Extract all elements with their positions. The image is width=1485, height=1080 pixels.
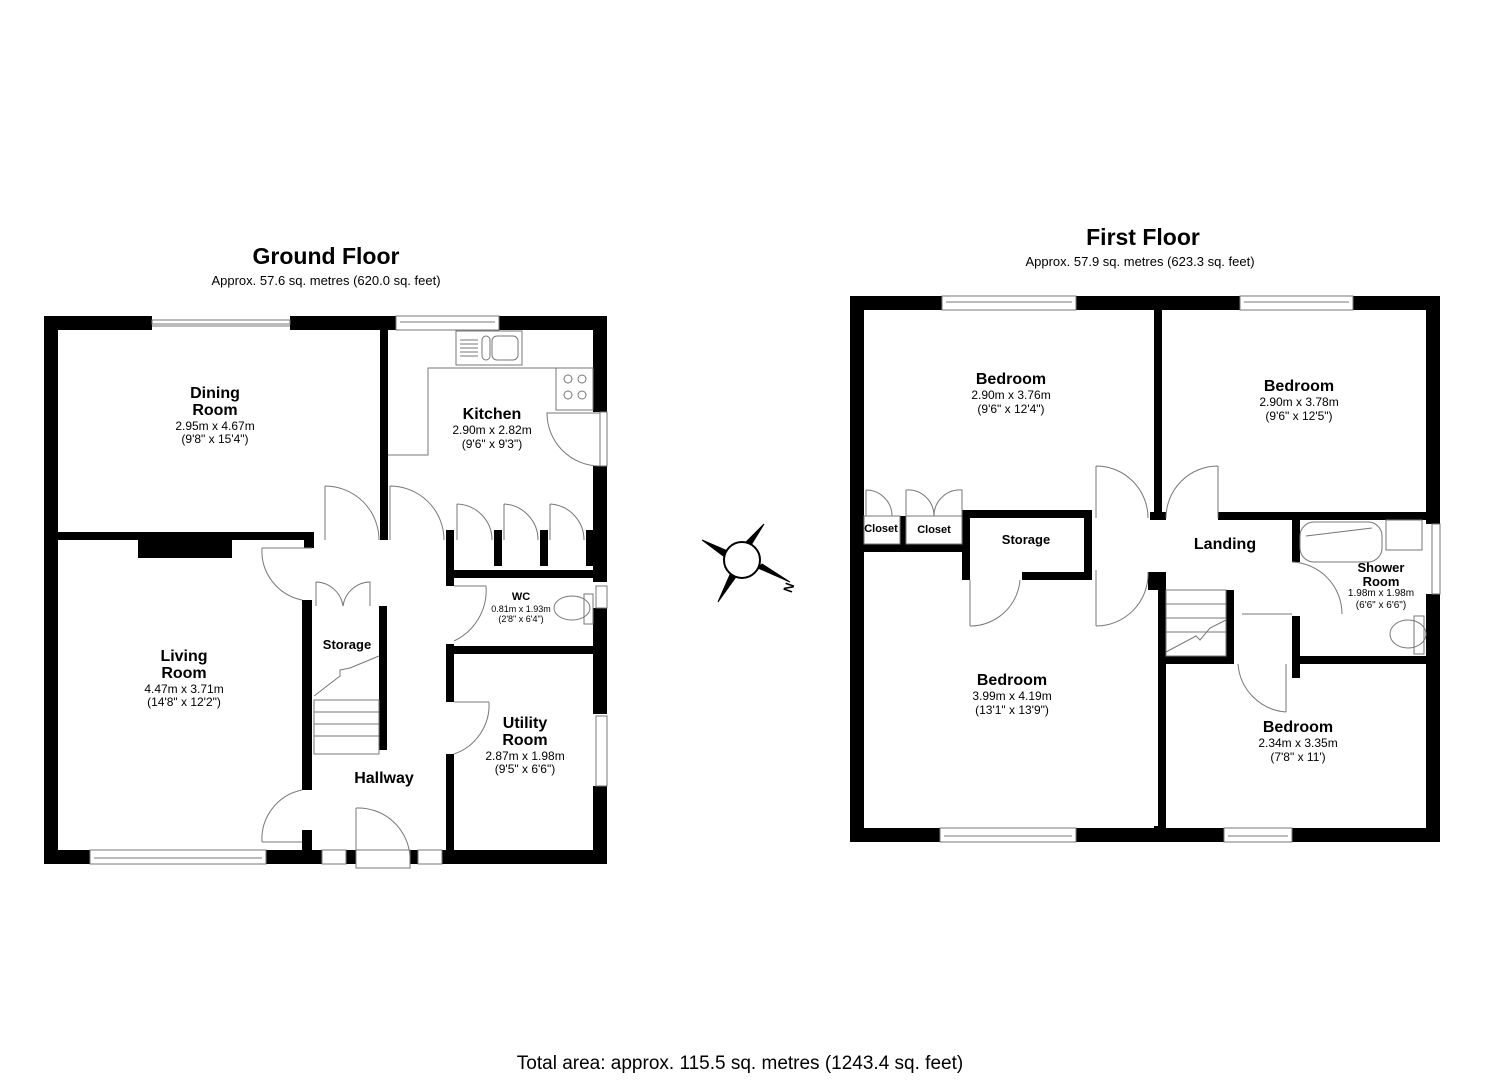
first-floor-fixtures <box>863 295 1441 843</box>
room-dimensions-imperial: (2'8" x 6'4") <box>498 613 544 624</box>
room-dimensions-imperial: (9'6" x 9'3") <box>461 436 523 451</box>
ground-floor-fixtures <box>89 315 608 869</box>
room-name: Living <box>160 648 208 665</box>
room-dimensions-metric: 2.90m x 3.76m <box>971 387 1051 402</box>
room-label-storage: Storage <box>323 638 371 652</box>
room-dimensions-metric: 2.90m x 3.78m <box>1259 394 1339 409</box>
room-name: Kitchen <box>462 406 522 423</box>
room-dimensions-metric: 2.87m x 1.98m <box>485 748 565 763</box>
room-label-bedroom-4: Bedroom 2.34m x 3.35m (7'8" x 11') <box>1258 719 1338 764</box>
room-dimensions-imperial: (6'6" x 6'6") <box>1355 599 1407 611</box>
room-dimensions-imperial: (14'8" x 12'2") <box>147 695 221 710</box>
room-label-utility-room: Utility Room 2.87m x 1.98m (9'5" x 6'6") <box>485 715 565 777</box>
room-name: WC <box>511 591 531 603</box>
first-floor-plan <box>850 296 1440 842</box>
room-dimensions-metric: 1.98m x 1.98m <box>1347 588 1415 600</box>
room-label-bedroom-2: Bedroom 2.90m x 3.78m (9'6" x 12'5") <box>1259 378 1339 423</box>
room-name: Room <box>502 731 548 749</box>
room-name: Room <box>161 664 207 682</box>
room-name: Hallway <box>354 770 414 787</box>
room-label-hallway: Hallway <box>354 770 414 788</box>
ground-floor-plan <box>44 316 607 864</box>
room-name: Utility <box>502 715 548 732</box>
first-floor-title: First Floor <box>1086 224 1200 250</box>
total-area: Total area: approx. 115.5 sq. metres (12… <box>516 1053 964 1074</box>
room-dimensions-imperial: (7'8" x 11') <box>1270 749 1326 764</box>
room-name: Closet <box>917 524 951 536</box>
room-dimensions-imperial: (9'6" x 12'5") <box>1265 408 1333 423</box>
compass-icon: N <box>698 520 808 620</box>
room-dimensions-imperial: (9'5" x 6'6") <box>494 762 556 777</box>
room-label-living-room: Living Room 4.47m x 3.71m (14'8" x 12'2"… <box>144 648 224 710</box>
room-label-bedroom-3: Bedroom 3.99m x 4.19m (13'1" x 13'9") <box>972 672 1052 717</box>
room-label-landing: Landing <box>1193 536 1257 554</box>
room-dimensions-imperial: (13'1" x 13'9") <box>975 702 1049 717</box>
room-name: Bedroom <box>976 672 1048 689</box>
room-name: Storage <box>1001 532 1051 547</box>
ground-floor-area: Approx. 57.6 sq. metres (620.0 sq. feet) <box>211 273 441 288</box>
room-name: Bedroom <box>975 371 1047 388</box>
room-label-dining-room: Dining Room 2.95m x 4.67m (9'8" x 15'4") <box>175 385 255 447</box>
room-dimensions-imperial: (9'6" x 12'4") <box>977 401 1045 416</box>
room-name: Storage <box>322 637 372 652</box>
ground-floor-title: Ground Floor <box>252 243 400 269</box>
room-name: Bedroom <box>1262 719 1334 736</box>
room-name: Room <box>1362 573 1400 589</box>
first-floor-area: Approx. 57.9 sq. metres (623.3 sq. feet) <box>1025 254 1255 269</box>
room-label-bedroom-1: Bedroom 2.90m x 3.76m (9'6" x 12'4") <box>971 371 1051 416</box>
room-name: Dining <box>190 385 240 402</box>
room-label-storage-first-floor: Storage <box>1002 533 1050 547</box>
room-label-closet-2: Closet <box>917 524 951 537</box>
room-name: Shower <box>1357 560 1405 575</box>
room-name: Landing <box>1193 536 1257 553</box>
room-name: Closet <box>864 523 898 535</box>
room-dimensions-imperial: (9'8" x 15'4") <box>181 432 249 447</box>
room-label-wc: WC 0.81m x 1.93m (2'8" x 6'4") <box>491 591 551 624</box>
room-dimensions-metric: 2.90m x 2.82m <box>452 422 532 437</box>
room-name: Bedroom <box>1263 378 1335 395</box>
room-dimensions-metric: 4.47m x 3.71m <box>144 681 224 696</box>
room-label-kitchen: Kitchen 2.90m x 2.82m (9'6" x 9'3") <box>452 406 532 451</box>
room-label-closet-1: Closet <box>864 523 898 536</box>
room-dimensions-metric: 3.99m x 4.19m <box>972 688 1052 703</box>
room-dimensions-metric: 2.34m x 3.35m <box>1258 735 1338 750</box>
room-dimensions-metric: 2.95m x 4.67m <box>175 418 255 433</box>
room-name: Room <box>192 401 238 419</box>
room-dimensions-metric: 0.81m x 1.93m <box>491 603 551 614</box>
room-label-shower-room: Shower Room 1.98m x 1.98m (6'6" x 6'6") <box>1348 561 1414 611</box>
